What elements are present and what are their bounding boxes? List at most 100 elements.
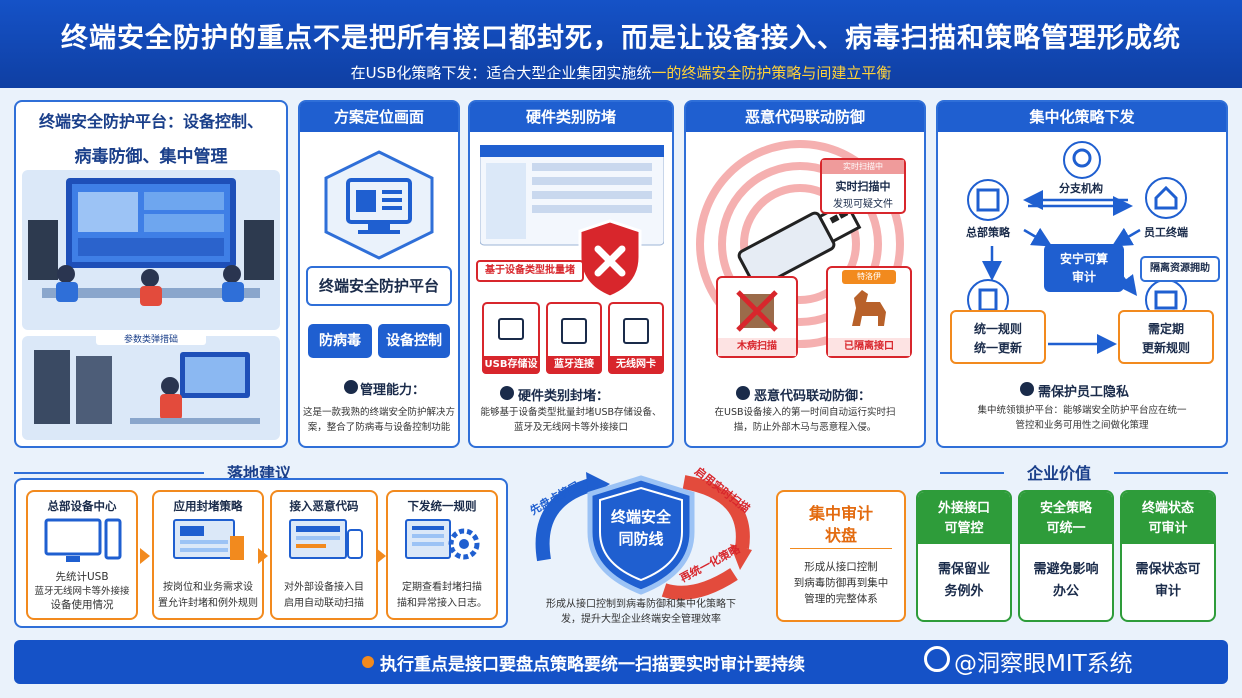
node-regular-l1: 需定期 [1147,322,1184,336]
node-audit-l1: 安宁可算 [1059,252,1108,266]
section-value: 企业价值 [1004,460,1114,484]
node-audit [1044,244,1124,292]
gear-icon [405,519,480,560]
panel2-title: 方案定位画面 [300,102,458,132]
subtitle-part-b: 一的终端安全防护策略与间建立平衡 [651,64,892,82]
panel5-cap-l2: 管控和业务可用性之间做化策理 [1015,420,1149,431]
scan-screen-icon [289,519,363,559]
step-2 [152,490,264,620]
panel1-title-l1: 终端安全防护平台：设备控制、 [38,112,263,131]
value-2-text-l1: 需避免影响 [1033,562,1099,577]
node-isolate: 隔离资源拥助 [1140,256,1220,282]
audit-divider [790,548,892,549]
value-card-1-head [918,492,1010,544]
step-2-text-l2: 置允许封堵和例外规则 [158,598,258,609]
footer-bullet-icon [362,656,374,668]
page-subtitle: 在USB化策略下发：适合大型企业集团实施统一的终端安全防护策略与间建立平衡 [0,62,1242,83]
node-audit-l2: 审计 [1071,270,1096,284]
step-4-text-l2: 描和异常接入日志。 [397,598,487,609]
node-unify-l2: 统一更新 [973,341,1022,355]
panel5-title: 集中化策略下发 [938,102,1226,132]
value-1-text-l2: 务例外 [944,584,984,599]
value-3-head-l2: 可审计 [1148,521,1188,536]
step-2-title: 应用封堵策略 [173,499,243,513]
header-bar [0,0,1242,88]
panel5-cap-title: 需保护员工隐私 [1038,385,1130,400]
batch-block-banner: 基于设备类型批量堵 [476,260,584,282]
step-arrow-icon [258,548,268,564]
card-wifi-label: 无线网卡 [608,356,664,374]
paw-logo-icon [924,646,950,672]
audit-text-l3: 管理的完整体系 [804,593,878,605]
value-3-text-l2: 审计 [1154,584,1181,599]
value-1-head-l1: 外接接口 [937,501,990,516]
audit-box [776,490,906,622]
step-4-text-l1: 定期查看封堵扫描 [402,582,482,593]
panel3-cap-title: 硬件类别封堵： [518,389,610,404]
isolated-box-tag: 特洛伊 [842,270,896,284]
scan-popup-l1: 实时扫描中 [835,180,891,193]
step-3-text-l2: 启用自动联动扫描 [284,598,364,609]
scan-popup-l2: 发现可疑文件 [833,199,893,210]
value-2-text-l2: 办公 [1052,584,1079,599]
audit-title-l1: 集中审计 [808,504,873,523]
shield-label-l2: 同防线 [618,530,664,548]
step-1-title: 总部设备中心 [47,499,117,513]
audit-title-l2: 状盘 [824,526,857,545]
panel5-cap-l1: 集中统领锁护平台：能够端安全防护平台应在统一 [977,405,1187,416]
bullet-icon [344,380,358,394]
trojan-blocked-label: 木病扫描 [718,338,796,356]
subtitle-part-a: 在USB化策略下发：适合大型企业集团实施统 [350,64,652,82]
shield-cap-l1: 形成从接口控制到病毒防御和集中化策略下 [546,599,736,610]
blocked-file-icon [736,290,778,332]
step-1-text-l2: 蓝牙无线网卡等外接接 [34,586,130,597]
panel2-cap-title: 管理能力： [360,383,426,398]
hardware-console-illustration [480,145,664,299]
usb-scan-illustration [696,140,904,348]
step-4-title: 下发统一规则 [407,499,477,513]
workstation-label: 参数类弹措础 [96,332,206,345]
audit-text-l1: 形成从接口控制 [804,561,878,573]
step-2-text-l1: 按岗位和业务需求设 [163,582,253,593]
bluetooth-icon [561,318,587,344]
node-unify-l1: 统一规则 [973,322,1022,336]
value-2-head-l2: 可统一 [1046,521,1086,536]
panel4-cap-title: 恶意代码联动防御： [754,389,872,404]
trojan-horse-icon [852,290,886,326]
panel2-cap-l2: 案，整合了防病毒与设备控制功能 [307,422,451,433]
node-staff: 员工终端 [1144,226,1188,239]
divider-left [14,472,264,474]
usb-icon [498,318,524,340]
value-3-head-l1: 终端状态 [1141,501,1194,516]
value-card-2-head [1020,492,1112,544]
panel4-title: 恶意代码联动防御 [686,102,924,132]
step-3-text-l1: 对外部设备接入目 [284,582,364,593]
footer-bar [14,640,1228,684]
workstation-drawing [34,350,260,424]
bullet-icon [736,386,750,400]
value-2-head-l1: 安全策略 [1039,501,1092,516]
panel3-cap-l1: 能够基于设备类型批量封堵USB存储设备、 [480,407,662,418]
node-hq: 总部策略 [966,226,1010,239]
step-3-title: 接入恶意代码 [289,499,359,513]
card-usb-label: USB存储设备 [482,356,540,388]
panel4-cap-l1: 在USB设备接入的第一时间自动运行实时扫 [714,407,896,418]
isolated-box-label: 已隔离接口 [828,338,910,356]
step-1-text-l3: 设备使用情况 [50,599,114,611]
node-branch: 分支机构 [1059,182,1103,195]
panel2-cap-l1: 这是一款我熟的终端安全防护解决方 [302,407,455,418]
shield-cycle-graphic [535,472,752,600]
node-regular [1118,310,1214,364]
bullet-icon [500,386,514,400]
value-1-head-l2: 可管控 [944,521,984,536]
footer-watermark: @洞察眼MIT系统 [954,651,1133,677]
card-bluetooth-label: 蓝牙连接 [546,356,602,374]
step-1-text-l1: 先统计USB [55,571,109,583]
footer-text: 执行重点是接口要盘点策略要统一扫描要实时审计要持续 [380,655,805,675]
policy-screen-icon [173,519,244,560]
panel3-title: 硬件类别防堵 [470,102,672,132]
node-regular-l2: 更新规则 [1141,341,1190,355]
value-3-text-l1: 需保状态可 [1135,562,1201,577]
shield-label-l1: 终端安全 [610,508,671,526]
